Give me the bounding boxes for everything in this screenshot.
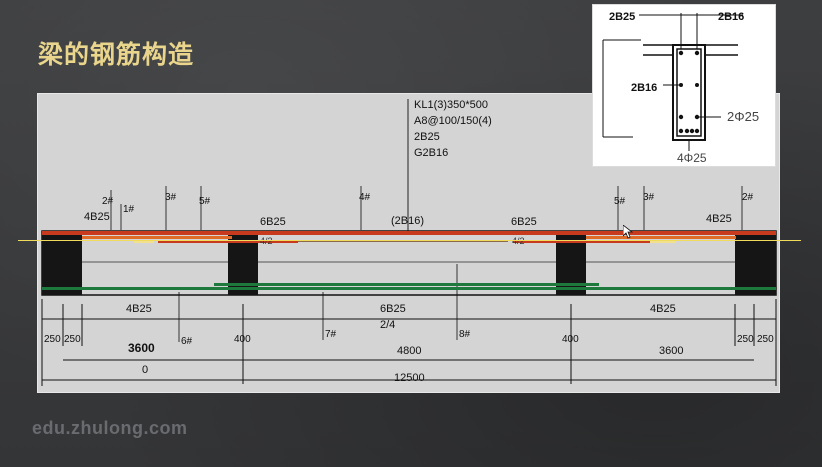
top-fraction-left: 4/2	[260, 236, 273, 246]
mark-5-left: 5#	[199, 196, 211, 207]
horizontal-guide-line	[18, 240, 801, 241]
beam-spec-2: A8@100/150(4)	[414, 115, 492, 127]
top-bar-left-2	[158, 240, 298, 243]
top-bar-right	[586, 236, 736, 239]
mark-3-right: 3#	[643, 192, 655, 203]
section-label-2b25: 2B25	[609, 11, 635, 23]
top-bar-left-splice	[134, 240, 154, 243]
section-label-4phi25: 4Φ25	[677, 151, 707, 165]
bottom-label-center: 6B25	[380, 303, 406, 315]
column-1	[42, 231, 82, 295]
top-label-center: (2B16)	[391, 215, 424, 227]
mark-4: 4#	[359, 192, 371, 203]
beam-section-outline	[672, 44, 706, 141]
bottom-label-right: 4B25	[650, 303, 676, 315]
mark-7: 7#	[325, 329, 337, 340]
top-erection-bar	[298, 240, 508, 242]
dim-250-d: 250	[757, 334, 774, 345]
top-through-bar	[42, 231, 776, 235]
dim-4800: 4800	[397, 345, 421, 357]
bottom-label-left: 4B25	[126, 303, 152, 315]
dim-400-left: 400	[234, 334, 251, 345]
mark-5-right: 5#	[614, 196, 626, 207]
top-label-right-mid: 6B25	[511, 216, 537, 228]
dim-250-b: 250	[64, 334, 81, 345]
beam-spec-3: 2B25	[414, 131, 440, 143]
top-bar-right-splice	[650, 240, 676, 243]
section-detail: 2B25 2B16 2B16 2Φ25 4Φ25	[592, 4, 776, 167]
mark-6: 6#	[181, 336, 193, 347]
watermark: edu.zhulong.com	[32, 418, 188, 438]
dimension-lines	[41, 299, 777, 386]
column-4	[735, 231, 776, 295]
mark-8: 8#	[459, 329, 471, 340]
bottom-bar-mid	[214, 283, 599, 286]
top-label-left-end: 4B25	[84, 211, 110, 223]
dim-3600-right: 3600	[659, 345, 683, 357]
dim-400-right: 400	[562, 334, 579, 345]
section-label-2b16-side: 2B16	[631, 82, 657, 94]
mark-2-left: 2#	[102, 196, 114, 207]
mark-leaders	[110, 186, 743, 342]
dim-12500: 12500	[394, 372, 425, 384]
slide-title: 梁的钢筋构造	[38, 41, 195, 69]
mark-1: 1#	[123, 204, 135, 215]
beam-spec-1: KL1(3)350*500	[414, 99, 488, 111]
bottom-through-bar	[42, 287, 776, 290]
section-detail-svg: 2B25 2B16 2B16 2Φ25 4Φ25	[602, 11, 759, 165]
beam-drawing-svg: KL1(3)350*500 A8@100/150(4) 2B25 G2B16 2…	[41, 99, 777, 386]
stirrup	[676, 48, 702, 137]
top-bar-left	[82, 236, 232, 239]
top-bar-right-2	[513, 240, 653, 243]
section-label-2b16-top: 2B16	[718, 11, 744, 23]
dim-0: 0	[142, 364, 148, 376]
mark-2-right: 2#	[742, 192, 754, 203]
dim-250-c: 250	[737, 334, 754, 345]
bottom-fraction-center: 2/4	[380, 319, 395, 331]
top-fraction-right: 4/2	[512, 236, 525, 246]
mark-3-left: 3#	[165, 192, 177, 203]
top-label-left-mid: 6B25	[260, 216, 286, 228]
dim-3600-left: 3600	[128, 341, 155, 355]
top-label-right-end: 4B25	[706, 213, 732, 225]
section-label-2phi25: 2Φ25	[727, 109, 759, 124]
rebar-dots	[678, 50, 700, 134]
beam-spec-4: G2B16	[414, 147, 448, 159]
dim-250-a: 250	[44, 334, 61, 345]
mouse-cursor-icon	[623, 225, 633, 239]
